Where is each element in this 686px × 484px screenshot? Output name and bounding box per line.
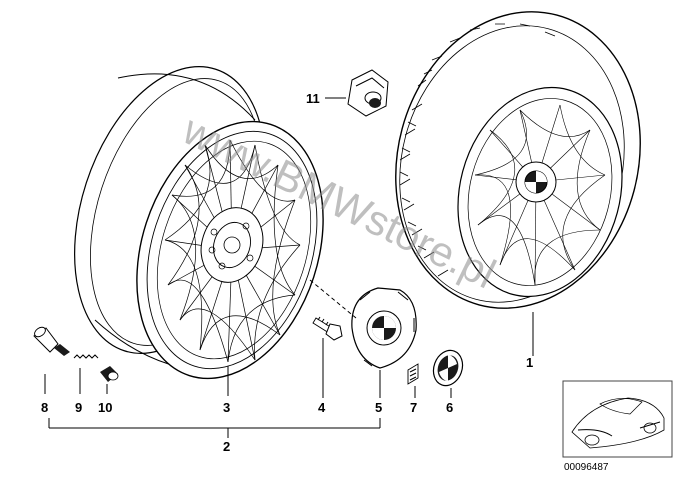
emblem-drawing (432, 349, 464, 387)
wheel-bolt-drawing (312, 316, 343, 341)
callout-4: 4 (318, 400, 326, 415)
callout-7: 7 (410, 400, 417, 415)
hub-nut-drawing (347, 69, 389, 117)
vehicle-thumbnail: 00096487 (562, 380, 673, 473)
callout-5: 5 (375, 400, 382, 415)
leader-lines (44, 97, 534, 438)
callout-labels: 1 2 3 4 5 6 7 8 9 10 11 (41, 91, 533, 454)
callout-6: 6 (446, 400, 453, 415)
valve-drawing (33, 326, 119, 382)
hub-cover-drawing (351, 287, 417, 369)
thumbnail-code: 00096487 (564, 462, 609, 473)
callout-9: 9 (75, 400, 82, 415)
callout-8: 8 (41, 400, 48, 415)
rim-drawing (74, 66, 324, 380)
callout-2: 2 (223, 439, 230, 454)
callout-3: 3 (223, 400, 230, 415)
callout-11: 11 (306, 91, 320, 106)
callout-10: 10 (98, 400, 112, 415)
wheel-with-tyre-drawing (395, 11, 641, 309)
balance-weight-drawing (407, 363, 419, 385)
callout-1: 1 (526, 355, 533, 370)
